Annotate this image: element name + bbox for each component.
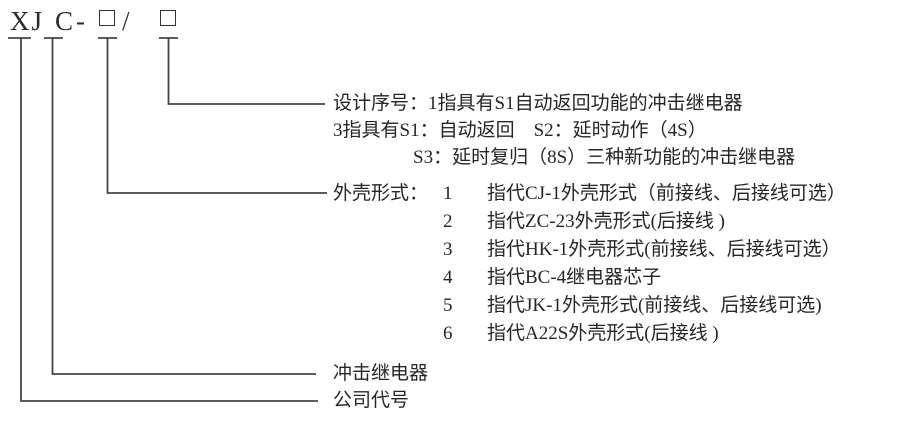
model-part-xj: XJ [10,6,45,36]
case-type-option-4-num: 4 [443,267,453,288]
case-type-option-5-desc: 指代JK-1外壳形式(前接线、后接线可选) [487,295,822,316]
dash-separator-icon: - [76,6,87,36]
slash-separator-icon: / [122,6,132,36]
case-type-option-3-num: 3 [443,239,453,260]
connector-case-type [98,37,327,194]
design-serial-line1: 设计序号：1指具有S1自动返回功能的冲击继电器 [333,93,743,114]
company-code-label: 公司代号 [333,390,410,411]
case-type-option-1-desc: 指代CJ-1外壳形式（前接线、后接线可选） [487,183,846,204]
design-serial-line2: 3指具有S1：自动返回 S2：延时动作（4S） [333,120,707,141]
case-type-option-5-num: 5 [443,295,453,316]
case-type-option-1-num: 1 [443,183,453,204]
digit-box-design-serial [160,10,176,26]
connector-impulse-relay [44,37,316,375]
design-serial-line3: S3：延时复归（8S）三种新功能的冲击继电器 [413,147,796,168]
case-type-option-3-desc: 指代HK-1外壳形式(前接线、后接线可选） [487,239,841,260]
connector-design-serial [159,37,325,105]
case-type-label: 外壳形式： [333,183,429,204]
case-type-option-4-desc: 指代BC-4继电器芯子 [487,267,662,288]
case-type-option-2-desc: 指代ZC-23外壳形式(后接线 ) [487,211,726,232]
case-type-option-2-num: 2 [443,211,453,232]
digit-box-case-type [99,10,115,26]
case-type-option-6-num: 6 [443,323,453,344]
case-type-option-6-desc: 指代A22S外壳形式(后接线 ) [487,323,719,344]
connector-company-code [8,37,318,402]
impulse-relay-label: 冲击继电器 [333,363,429,384]
model-part-c: C [55,6,76,36]
